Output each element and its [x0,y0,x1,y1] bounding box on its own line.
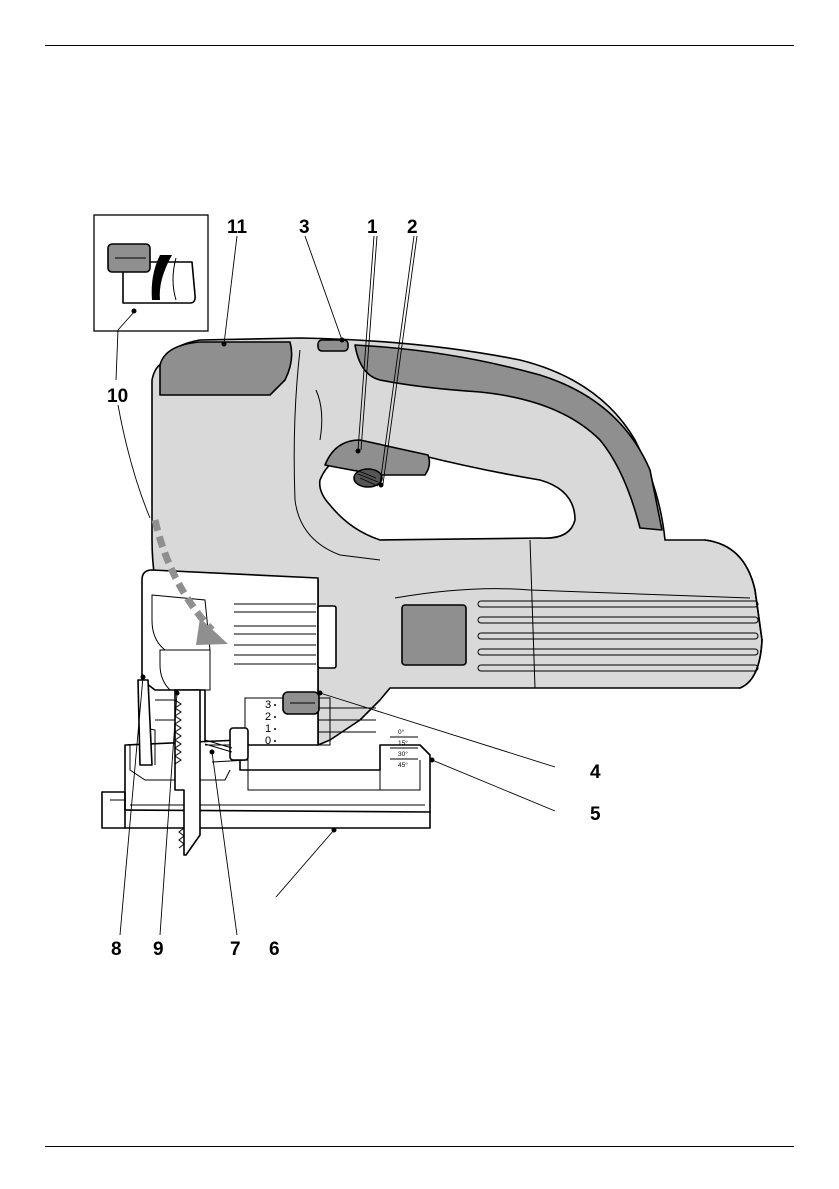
saw-blade [175,690,200,855]
stroke-pos-3: 3 [265,699,271,711]
callout-11: 11 [227,217,248,238]
callout-8: 8 [111,939,122,960]
callout-10: 10 [107,386,128,407]
callout-7: 7 [230,939,241,960]
bevel-angle-30: 30° [398,750,408,758]
speed-wheel [354,469,382,487]
callout-9: 9 [153,939,164,960]
bevel-angle-45: 45° [398,761,408,769]
callout-4: 4 [590,762,601,783]
stroke-pos-2: 2 [265,711,271,723]
stroke-pos-1: 1 [265,723,271,735]
inset-detail [94,215,208,331]
blade-guard-housing [142,570,336,745]
callout-6: 6 [269,939,280,960]
bevel-angle-0: 0° [398,728,405,736]
callout-3: 3 [299,217,310,238]
stroke-pos-0: 0 [265,735,271,747]
bevel-angle-15: 15° [398,739,408,747]
callout-1: 1 [367,217,378,238]
callout-5: 5 [590,804,601,825]
callout-2: 2 [407,217,418,238]
